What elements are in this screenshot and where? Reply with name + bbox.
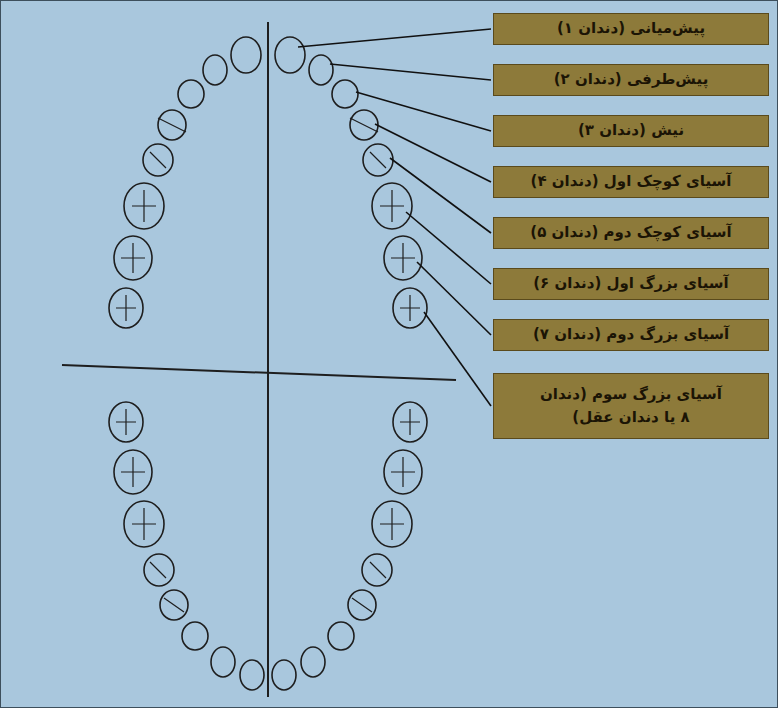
label-box: پیش‌میانی (دندان ۱): [493, 13, 769, 45]
tooth-label: آسیای بزرگ اول (دندان ۶): [533, 272, 729, 295]
label-box: آسیای کوچک اول (دندان ۴): [493, 166, 769, 198]
tooth-label: پیش‌میانی (دندان ۱): [557, 17, 705, 40]
label-box: آسیای بزرگ اول (دندان ۶): [493, 268, 769, 300]
label-box: پیش‌طرفی (دندان ۲): [493, 64, 769, 96]
tooth-label: آسیای کوچک اول (دندان ۴): [531, 170, 732, 193]
tooth-label: آسیای بزرگ سوم (دندان ۸ یا دندان عقل): [536, 383, 726, 430]
tooth-label: پیش‌طرفی (دندان ۲): [554, 68, 709, 91]
tooth-label: نیش (دندان ۳): [578, 119, 684, 142]
tooth-label: آسیای کوچک دوم (دندان ۵): [530, 221, 731, 244]
label-box: آسیای کوچک دوم (دندان ۵): [493, 217, 769, 249]
tooth-label: آسیای بزرگ دوم (دندان ۷): [533, 323, 729, 346]
label-box: آسیای بزرگ دوم (دندان ۷): [493, 319, 769, 351]
label-box: آسیای بزرگ سوم (دندان ۸ یا دندان عقل): [493, 373, 769, 439]
label-box: نیش (دندان ۳): [493, 115, 769, 147]
